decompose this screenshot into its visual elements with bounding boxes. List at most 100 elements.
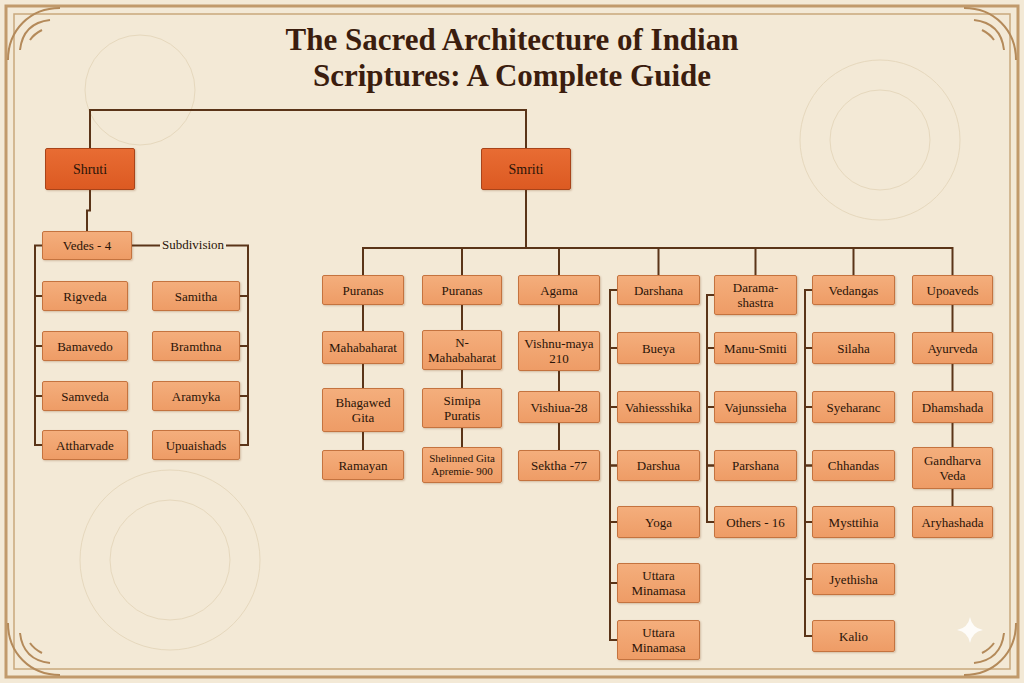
node-label: Bueya: [622, 341, 695, 356]
tree-connector: [526, 190, 854, 275]
node-label: Aryhashada: [917, 515, 988, 530]
scripture-box: Vahiessshika: [617, 391, 700, 423]
tree-connector: [462, 190, 526, 275]
tree-connector: [707, 295, 714, 348]
tree-connector: [363, 190, 526, 275]
tree-connector: [240, 346, 248, 396]
tree-connector: [952, 423, 954, 447]
node-label: Vahiessshika: [622, 400, 695, 415]
category-box: Shruti: [45, 148, 135, 190]
tree-connector: [610, 583, 617, 640]
node-label: Chhandas: [817, 458, 890, 473]
scripture-box: Manu-Smiti: [714, 332, 797, 364]
tree-connector: [35, 346, 42, 396]
scripture-box: Ramayan: [322, 450, 404, 480]
scripture-box: Samveda: [42, 381, 128, 411]
scripture-box: Bhagawed Gita: [322, 388, 404, 432]
node-label: Jyethisha: [817, 572, 890, 587]
scripture-box: Shelinned Gita Apremie- 900: [422, 447, 502, 483]
scripture-box: Aramyka: [152, 381, 240, 411]
tree-connector: [805, 290, 812, 348]
sparkle-watermark: [957, 617, 983, 643]
tree-connector: [461, 370, 463, 388]
scripture-box: Syeharanc: [812, 391, 895, 423]
node-label: Agama: [523, 283, 595, 298]
scripture-box: Bueya: [617, 332, 700, 364]
tree-connector: [610, 290, 617, 348]
node-label: Parshana: [719, 458, 792, 473]
tree-connector: [707, 407, 714, 466]
tree-connector: [526, 190, 953, 275]
tree-connector: [610, 466, 617, 523]
node-label: Uttara Minamasa: [622, 568, 695, 598]
group-header-box: Puranas: [322, 275, 404, 305]
diagram-title: The Sacred Architecture of Indian Script…: [232, 22, 792, 94]
scripture-box: Aryhashada: [912, 506, 993, 538]
tree-connector: [90, 110, 526, 148]
node-label: Puranas: [327, 283, 399, 298]
group-header-box: Vedes - 4: [42, 231, 132, 260]
tree-connector: [952, 305, 954, 332]
scripture-box: Vishnu-maya 210: [518, 331, 600, 371]
subdivision-label: Subdivision: [160, 237, 226, 252]
node-label: Mysttihia: [817, 515, 890, 530]
scripture-box: Dhamshada: [912, 391, 993, 423]
tree-connector: [240, 296, 248, 346]
scripture-box: Bamavedo: [42, 331, 128, 361]
tree-connector: [610, 407, 617, 466]
node-label: Silaha: [817, 341, 890, 356]
group-header-box: Darshana: [617, 275, 700, 305]
scripture-box: Others - 16: [714, 506, 797, 538]
node-label: Aramyka: [157, 389, 235, 404]
tree-connector: [526, 190, 559, 275]
node-label: Darshana: [622, 283, 695, 298]
corner-flourish: [8, 8, 1016, 675]
tree-connector: [558, 371, 560, 391]
faint-mandala: [80, 35, 960, 650]
node-label: Upuaishads: [157, 438, 235, 453]
node-label: Darama-shastra: [719, 280, 792, 310]
scripture-box: Yoga: [617, 506, 700, 538]
scripture-box: Uttara Minamasa: [617, 563, 700, 603]
node-label: Smriti: [486, 162, 566, 177]
scripture-box: Mahabaharat: [322, 331, 404, 364]
node-label: Manu-Smiti: [719, 341, 792, 356]
scripture-box: Samitha: [152, 281, 240, 311]
node-label: Upoaveds: [917, 283, 988, 298]
tree-connector: [35, 396, 42, 445]
tree-connector: [805, 348, 812, 407]
node-label: Bamavedo: [47, 339, 123, 354]
node-label: Attharvade: [47, 438, 123, 453]
scripture-box: Rigveda: [42, 281, 128, 311]
node-label: Gandharva Veda: [917, 453, 988, 483]
scripture-box: N-Mahabaharat: [422, 330, 502, 370]
scripture-box: Attharvade: [42, 430, 128, 460]
tree-connector: [610, 348, 617, 407]
tree-connector: [240, 396, 248, 445]
scripture-box: Kalio: [812, 620, 895, 652]
group-header-box: Agama: [518, 275, 600, 305]
tree-connector: [526, 190, 659, 275]
node-label: Darshua: [622, 458, 695, 473]
node-label: Vajunssieha: [719, 400, 792, 415]
scripture-box: Sektha -77: [518, 450, 600, 481]
tree-connector: [526, 190, 756, 275]
node-label: Mahabaharat: [327, 340, 399, 355]
group-header-box: Upoaveds: [912, 275, 993, 305]
node-label: Rigveda: [47, 289, 123, 304]
tree-connector: [362, 305, 364, 331]
title-area: The Sacred Architecture of Indian Script…: [0, 22, 1024, 94]
node-label: Sektha -77: [523, 458, 595, 473]
inner-border: [14, 14, 1010, 669]
node-label: Syeharanc: [817, 400, 890, 415]
scripture-box: Gandharva Veda: [912, 447, 993, 489]
scripture-box: Chhandas: [812, 450, 895, 481]
group-header-box: Darama-shastra: [714, 275, 797, 315]
scripture-box: Ayurveda: [912, 332, 993, 364]
category-box: Smriti: [481, 148, 571, 190]
tree-connector: [362, 364, 364, 388]
tree-connector: [952, 364, 954, 391]
tree-connector: [952, 489, 954, 506]
scripture-box: Silaha: [812, 332, 895, 364]
